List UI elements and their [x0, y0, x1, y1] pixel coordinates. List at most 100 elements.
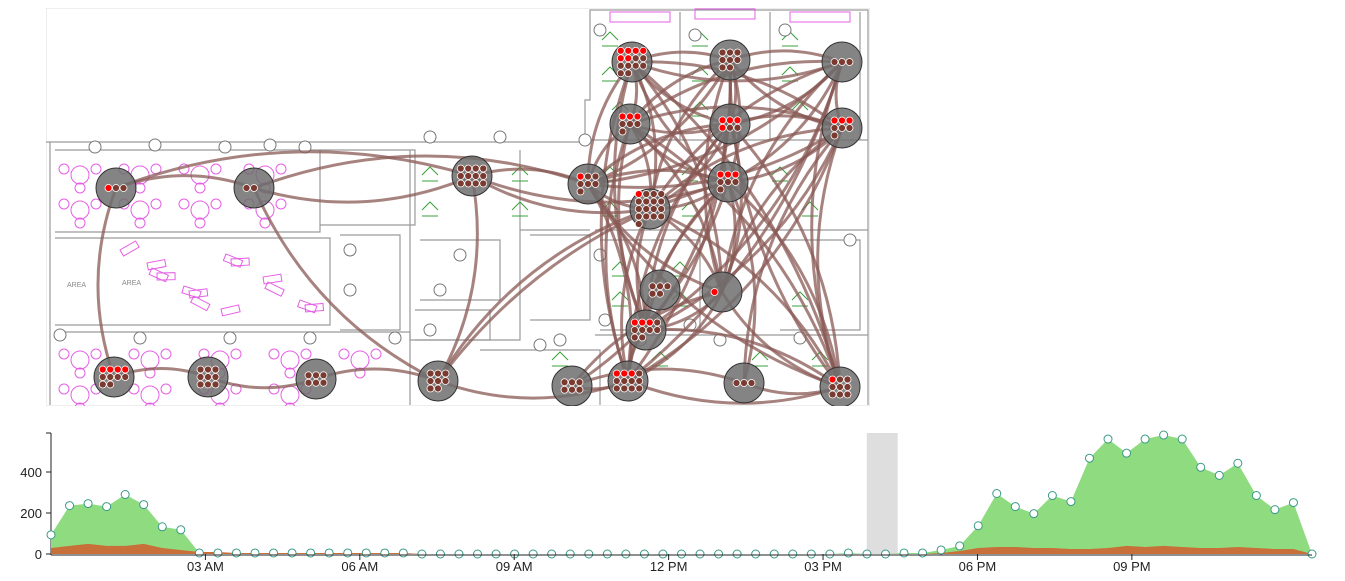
data-point[interactable]: [1047, 491, 1057, 501]
room-node[interactable]: [709, 103, 751, 145]
data-point[interactable]: [380, 548, 390, 558]
data-point[interactable]: [602, 549, 612, 559]
network-nodes[interactable]: [93, 39, 863, 407]
room-node[interactable]: [629, 188, 671, 230]
room-node[interactable]: [417, 360, 459, 402]
data-point[interactable]: [213, 548, 223, 558]
data-point[interactable]: [324, 548, 334, 558]
data-point[interactable]: [1066, 497, 1076, 507]
data-point[interactable]: [417, 549, 427, 559]
room-node[interactable]: [551, 365, 593, 406]
data-point[interactable]: [65, 501, 75, 511]
data-point[interactable]: [565, 549, 575, 559]
person-dot: [843, 383, 852, 391]
data-point[interactable]: [973, 521, 983, 531]
room-node[interactable]: [451, 155, 493, 197]
data-point[interactable]: [751, 549, 761, 559]
data-point[interactable]: [157, 522, 167, 532]
data-point[interactable]: [695, 549, 705, 559]
data-point[interactable]: [176, 525, 186, 535]
room-node[interactable]: [625, 309, 667, 351]
room-node[interactable]: [639, 269, 681, 311]
data-point[interactable]: [269, 548, 279, 558]
room-node[interactable]: [93, 356, 135, 398]
room-node[interactable]: [821, 107, 863, 149]
data-point[interactable]: [102, 502, 112, 512]
data-point[interactable]: [46, 530, 56, 540]
time-brush-selection[interactable]: [866, 433, 898, 554]
data-point[interactable]: [1307, 549, 1317, 559]
person-dot-active: [724, 170, 732, 179]
room-node[interactable]: [609, 103, 651, 145]
room-node[interactable]: [819, 366, 861, 407]
data-point[interactable]: [435, 549, 445, 559]
data-point[interactable]: [584, 549, 594, 559]
data-point[interactable]: [306, 548, 316, 558]
data-point[interactable]: [1029, 509, 1039, 519]
room-node[interactable]: [95, 167, 137, 209]
data-point[interactable]: [1196, 462, 1206, 472]
room-node[interactable]: [611, 41, 653, 83]
data-point[interactable]: [862, 549, 872, 559]
data-point[interactable]: [454, 549, 464, 559]
data-point[interactable]: [732, 549, 742, 559]
room-node[interactable]: [607, 360, 649, 402]
data-point[interactable]: [1251, 491, 1261, 501]
data-point[interactable]: [139, 500, 149, 510]
data-point[interactable]: [918, 548, 928, 558]
data-point[interactable]: [1084, 453, 1094, 463]
room-node[interactable]: [701, 271, 743, 313]
data-point[interactable]: [1159, 430, 1169, 440]
data-point[interactable]: [528, 549, 538, 559]
person-dot: [631, 54, 640, 63]
room-node[interactable]: [709, 39, 751, 81]
data-point[interactable]: [1122, 448, 1132, 458]
data-point[interactable]: [250, 548, 260, 558]
data-point[interactable]: [936, 545, 946, 555]
data-point[interactable]: [621, 549, 631, 559]
room-node[interactable]: [723, 362, 765, 404]
data-point[interactable]: [398, 548, 408, 558]
data-point[interactable]: [677, 549, 686, 559]
data-point[interactable]: [880, 549, 890, 559]
room-node[interactable]: [187, 356, 229, 398]
room-node[interactable]: [233, 167, 275, 209]
data-point[interactable]: [899, 548, 909, 558]
data-point[interactable]: [473, 549, 483, 559]
data-point[interactable]: [806, 549, 816, 559]
data-point[interactable]: [491, 549, 501, 559]
data-point[interactable]: [769, 549, 779, 559]
data-point[interactable]: [83, 499, 93, 509]
person-dot: [648, 289, 657, 298]
data-point[interactable]: [120, 490, 130, 500]
data-point[interactable]: [547, 549, 557, 559]
data-point[interactable]: [361, 548, 371, 558]
room-node[interactable]: [707, 161, 749, 203]
data-point[interactable]: [639, 549, 649, 559]
data-point[interactable]: [1177, 434, 1187, 444]
data-point[interactable]: [714, 549, 724, 559]
data-point[interactable]: [955, 541, 965, 551]
room-node[interactable]: [567, 163, 609, 205]
data-point[interactable]: [231, 548, 241, 558]
data-point[interactable]: [194, 548, 204, 558]
data-point[interactable]: [1233, 458, 1243, 468]
room-node[interactable]: [295, 358, 337, 400]
data-point[interactable]: [1010, 502, 1020, 512]
floor-plan-network[interactable]: AREA AREA: [0, 0, 1345, 420]
person-dot: [635, 384, 644, 393]
data-point[interactable]: [788, 549, 798, 559]
data-point[interactable]: [1270, 505, 1280, 515]
data-point[interactable]: [825, 549, 835, 559]
data-point[interactable]: [1214, 470, 1224, 480]
data-point[interactable]: [843, 548, 853, 558]
data-point[interactable]: [1288, 498, 1298, 508]
data-point[interactable]: [1140, 434, 1150, 444]
data-point[interactable]: [992, 489, 1002, 498]
data-point[interactable]: [343, 548, 353, 558]
data-point[interactable]: [1103, 434, 1113, 444]
data-point[interactable]: [287, 548, 297, 558]
room-node[interactable]: [821, 41, 863, 83]
data-point[interactable]: [658, 549, 668, 559]
